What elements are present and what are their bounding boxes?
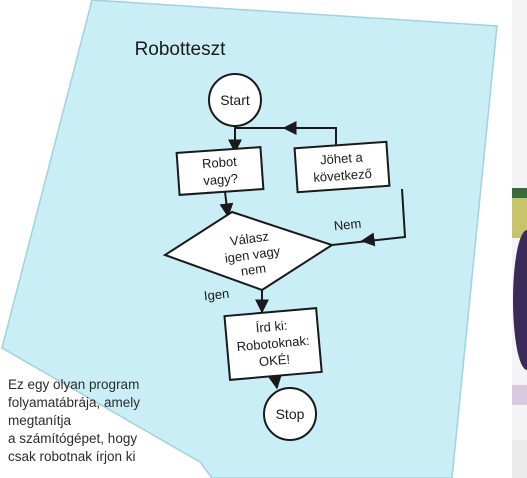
caption-line-4: a számítógépet, hogy xyxy=(8,431,138,446)
caption: Ez egy olyan program folyamatábrája, ame… xyxy=(8,376,208,466)
caption-line-5: csak robotnak írjon ki xyxy=(8,449,136,464)
background-illustration-edge xyxy=(512,0,527,478)
question-box xyxy=(175,146,265,196)
question-line-1: Robot xyxy=(202,154,238,171)
arrow-loop-back xyxy=(236,127,337,145)
arrow-no-branch xyxy=(331,188,407,246)
output-line-2: Robotoknak: xyxy=(236,333,310,354)
arrow-no-branch-head xyxy=(360,232,376,247)
start-label: Start xyxy=(220,92,250,108)
arrow-output-to-stop xyxy=(268,374,282,390)
arrow-question-to-decision xyxy=(219,191,234,218)
decision-line-1: Válasz xyxy=(229,228,270,248)
caption-line-2: folyamatábrája, amely xyxy=(8,395,141,410)
stop-node xyxy=(263,387,317,441)
next-line-1: Jöhet a xyxy=(320,149,364,167)
caption-line-1: Ez egy olyan program xyxy=(8,377,140,392)
stop-label: Stop xyxy=(276,406,305,422)
decision-line-3: nem xyxy=(240,260,267,278)
output-line-3: OKÉ! xyxy=(258,352,290,370)
caption-line-3: megtanítja xyxy=(8,413,72,428)
label-no: Nem xyxy=(333,216,362,234)
label-yes: Igen xyxy=(203,286,230,304)
next-box xyxy=(293,140,391,194)
output-line-1: Írd ki: xyxy=(255,318,288,336)
next-line-2: következő xyxy=(313,166,372,185)
diagram-title: Robotteszt xyxy=(135,39,227,60)
question-line-2: vagy? xyxy=(203,171,239,188)
